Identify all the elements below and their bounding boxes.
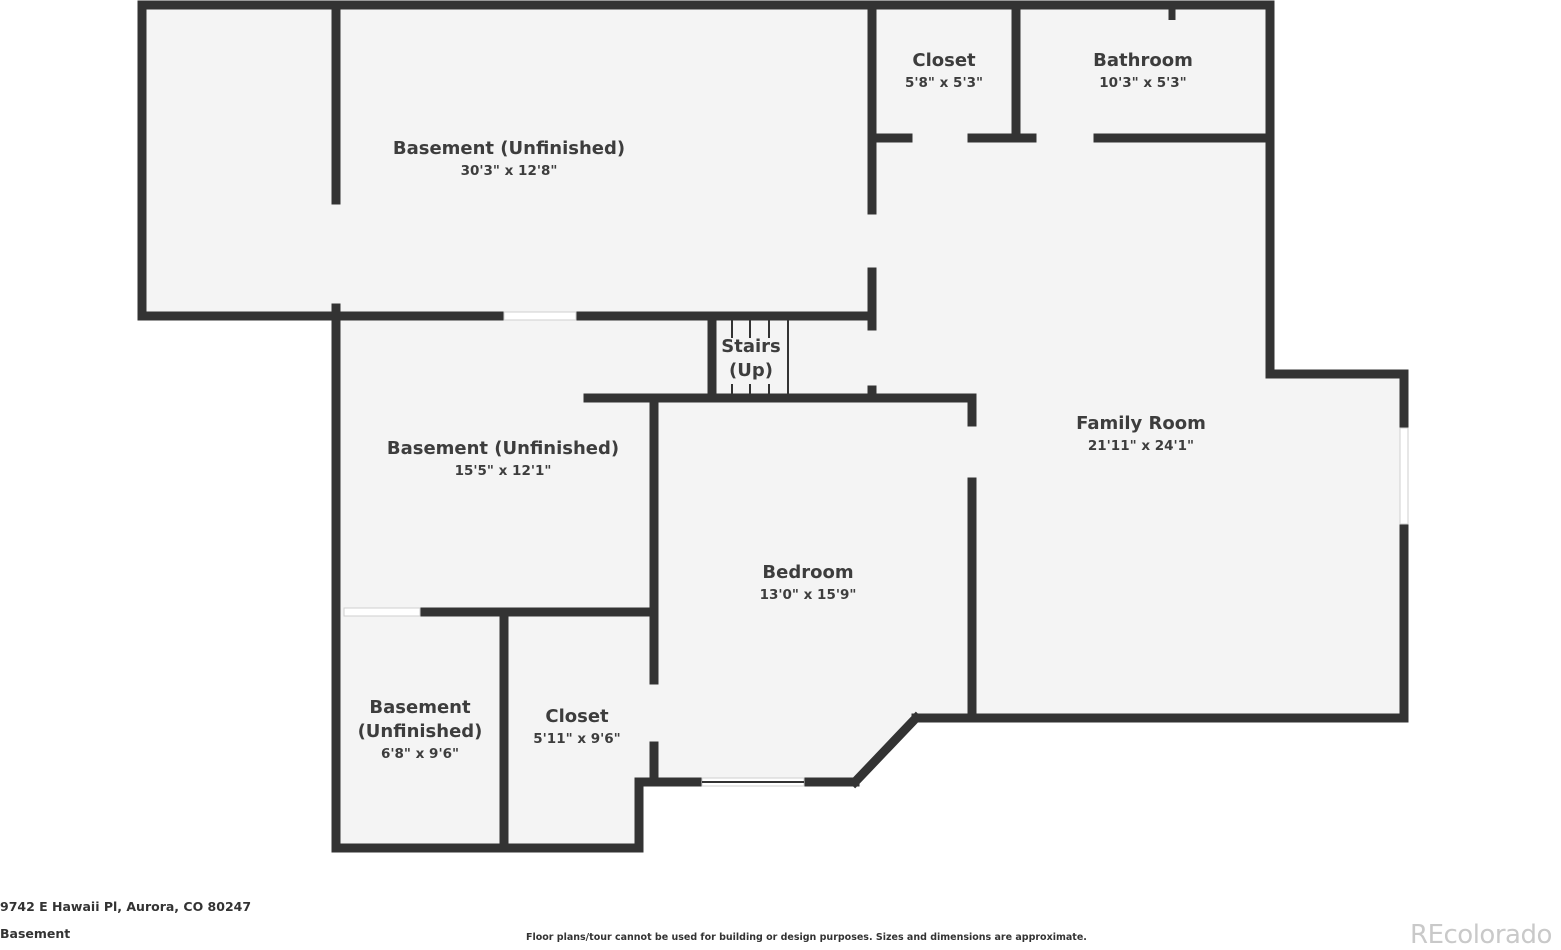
room-dims-family-room: 21'11" x 24'1" bbox=[1088, 438, 1194, 454]
property-address: 9742 E Hawaii Pl, Aurora, CO 80247 bbox=[0, 899, 252, 914]
door-mid-small bbox=[343, 607, 421, 617]
door-basement-top bbox=[503, 311, 577, 321]
room-name-closet-top: Closet bbox=[912, 50, 976, 71]
room-dims-bedroom: 13'0" x 15'9" bbox=[760, 587, 857, 603]
room-dims-bathroom: 10'3" x 5'3" bbox=[1099, 75, 1186, 91]
walls bbox=[137, 0, 1409, 853]
floor-fills bbox=[142, 6, 1404, 848]
floor-label: Basement bbox=[0, 926, 71, 941]
openings bbox=[343, 311, 1409, 787]
room-dims-closet-top: 5'8" x 5'3" bbox=[905, 75, 983, 91]
floor-bathroom bbox=[1016, 6, 1270, 138]
floor-basement-top bbox=[142, 6, 872, 316]
room-dims-basement-small: 6'8" x 9'6" bbox=[381, 746, 459, 762]
room-name-bedroom: Bedroom bbox=[762, 562, 853, 583]
room-dims-basement-mid: 15'5" x 12'1" bbox=[455, 463, 552, 479]
disclaimer-text: Floor plans/tour cannot be used for buil… bbox=[526, 932, 1087, 943]
room-name-closet-bottom: Closet bbox=[545, 706, 609, 727]
room-name-basement-mid: Basement (Unfinished) bbox=[387, 438, 619, 459]
floor-bedroom bbox=[654, 398, 972, 782]
room-dims-closet-bottom: 5'11" x 9'6" bbox=[533, 731, 620, 747]
wall-bedroom-diagonal bbox=[848, 711, 923, 789]
floor-closet-top bbox=[872, 6, 1016, 138]
floor-closet-bottom bbox=[504, 612, 654, 848]
room-name-family-room: Family Room bbox=[1076, 413, 1206, 434]
floor-basement-small bbox=[336, 612, 504, 848]
floor-family-room bbox=[872, 138, 1404, 718]
room-name-basement-small-line2: (Unfinished) bbox=[358, 721, 483, 742]
room-name-stairs-line2: (Up) bbox=[729, 360, 773, 381]
floor-basement-mid-lower bbox=[336, 398, 654, 612]
room-dims-basement-top: 30'3" x 12'8" bbox=[461, 163, 558, 179]
stairs-treads bbox=[718, 320, 789, 394]
room-name-stairs-line1: Stairs bbox=[721, 336, 780, 357]
floor-plan: Basement (Unfinished) 30'3" x 12'8" Clos… bbox=[137, 0, 1409, 853]
stairs-label-bg bbox=[718, 338, 786, 384]
room-name-bathroom: Bathroom bbox=[1093, 50, 1193, 71]
room-name-basement-small-line1: Basement bbox=[369, 697, 471, 718]
window-family-right bbox=[1399, 427, 1409, 525]
room-name-basement-top: Basement (Unfinished) bbox=[393, 138, 625, 159]
room-labels: Basement (Unfinished) 30'3" x 12'8" Clos… bbox=[358, 50, 1206, 762]
brand-watermark: REcolorado bbox=[1410, 920, 1552, 950]
